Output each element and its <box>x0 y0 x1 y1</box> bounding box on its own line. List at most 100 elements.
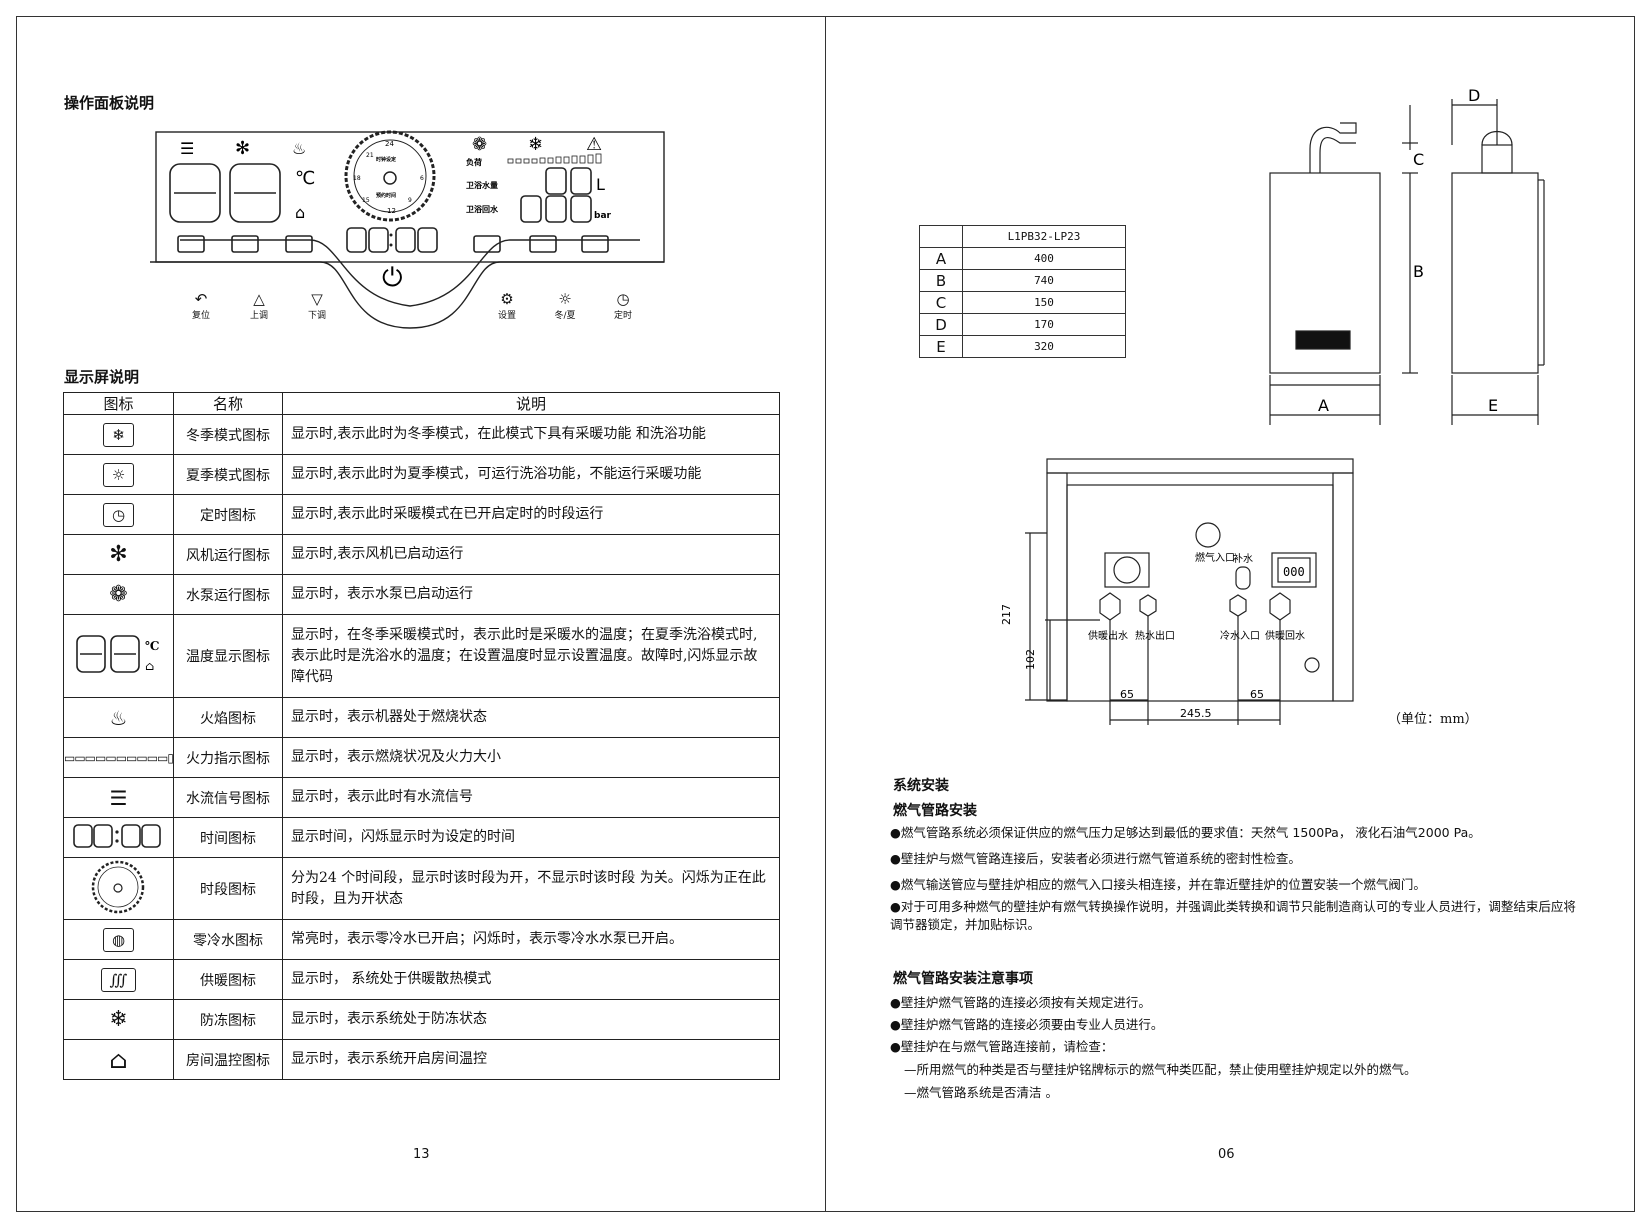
table-row: ❄ 防冻图标 显示时，表示系统处于防冻状态 <box>63 999 781 1040</box>
unit-liters: L <box>596 175 605 194</box>
spec-value: 150 <box>962 291 1126 314</box>
water-flow-icon: ☰ <box>180 139 194 158</box>
table-row: ∭ 供暖图标 显示时， 系统处于供暖散热模式 <box>63 959 781 1000</box>
row-desc: 显示时，表示水泵已启动运行 <box>281 574 781 615</box>
row-name: 夏季模式图标 <box>172 454 283 495</box>
spec-key: D <box>919 313 963 336</box>
spec-value: 740 <box>962 269 1126 292</box>
dim-102: 102 <box>1024 649 1037 670</box>
power-level-icon: ▭▭▭▭▭▭▭▭▭▭▯ <box>64 750 174 765</box>
label-cold-in: 冷水入口 <box>1220 629 1260 642</box>
dhw-flow-label: 卫浴水量 <box>466 180 498 190</box>
water-flow-icon: ☰ <box>109 785 128 810</box>
table-row: ☼ 夏季模式图标 显示时,表示此时为夏季模式，可运行洗浴功能，不能运行采暖功能 <box>63 454 781 495</box>
bullet-item: ●壁挂炉燃气管路的连接必须按有关规定进行。 <box>890 995 1151 1010</box>
row-name: 温度显示图标 <box>172 614 283 698</box>
pump-icon: ❁ <box>472 134 487 155</box>
table-row: ☰ 水流信号图标 显示时，表示此时有水流信号 <box>63 777 781 818</box>
dim-B: B <box>1413 262 1424 281</box>
time-digits-icon <box>73 823 162 848</box>
panel-button-season[interactable]: ☼ 冬/夏 <box>550 290 580 321</box>
time-period-dial-icon <box>92 860 145 913</box>
temperature-digits <box>169 163 281 223</box>
bullet-item: —燃气管路系统是否清洁 。 <box>904 1085 1058 1100</box>
clock-18: 18 <box>353 175 361 182</box>
power-button[interactable]: ⏻ <box>382 263 403 293</box>
subsection-title-gas-pipe: 燃气管路安装 <box>893 803 977 819</box>
spec-header-blank <box>919 225 963 248</box>
clock-icon <box>231 235 259 253</box>
spec-value: 320 <box>962 335 1126 358</box>
table-row: ▭▭▭▭▭▭▭▭▭▭▯ 火力指示图标 显示时，表示燃烧状况及火力大小 <box>63 737 781 778</box>
button-label: 设置 <box>497 311 516 321</box>
radiator-icon: ∭ <box>100 967 137 992</box>
dim-C: C <box>1413 150 1424 169</box>
load-label: 负荷 <box>466 157 482 167</box>
clock-9: 9 <box>408 197 412 204</box>
bullet-item: —所用燃气的种类是否与壁挂炉铭牌标示的燃气种类匹配，禁止使用壁挂炉规定以外的燃气… <box>904 1062 1417 1077</box>
button-label: 下调 <box>307 311 326 321</box>
right-page-frame <box>825 16 1635 1212</box>
row-desc: 显示时,表示此时为冬季模式，在此模式下具有采暖功能 和洗浴功能 <box>281 414 781 455</box>
celsius-symbol: ℃ <box>295 168 315 189</box>
section-title-panel: 操作面板说明 <box>64 94 155 112</box>
panel-button-up[interactable]: △ 上调 <box>244 290 274 321</box>
spec-value: 170 <box>962 313 1126 336</box>
row-desc: 显示时,表示此时采暖模式在已开启定时的时段运行 <box>281 494 781 535</box>
boiler-dimension-drawing: A B C D E <box>1269 86 1545 425</box>
button-label: 上调 <box>249 311 268 321</box>
spec-key: A <box>919 247 963 270</box>
sun-snow-icon: ☼ <box>558 290 572 308</box>
clock-label-bottom: 预约时间 <box>376 192 396 199</box>
table-row: ❁ 水泵运行图标 显示时，表示水泵已启动运行 <box>63 574 781 615</box>
button-label: 定时 <box>613 311 632 321</box>
row-desc: 常亮时，表示零冷水已开启；闪烁时，表示零冷水水泵已开启。 <box>281 919 781 960</box>
section-title-display: 显示屏说明 <box>64 368 140 386</box>
radiator-icon <box>285 235 313 253</box>
down-triangle-icon: ▽ <box>311 290 323 308</box>
header-icon: 图标 <box>63 392 174 415</box>
panel-button-reset[interactable]: ↶ 复位 <box>186 290 216 321</box>
dhw-return-label: 卫浴回水 <box>466 204 499 214</box>
table-row: 时间图标 显示时间，闪烁显示时为设定的时间 <box>63 817 781 858</box>
wifi-icon <box>473 235 501 253</box>
antifreeze-icon <box>581 235 609 253</box>
clock-15: 15 <box>362 197 370 204</box>
warning-icon: ⚠ <box>586 134 602 155</box>
row-desc: 显示时，在冬季采暖模式时，表示此时是采暖水的温度；在夏季洗浴模式时,表示此时是洗… <box>281 614 781 698</box>
dim-D: D <box>1468 86 1480 105</box>
clock-6: 6 <box>420 175 424 182</box>
timer-icon: ◷ <box>616 290 630 308</box>
row-name: 零冷水图标 <box>172 919 283 960</box>
page-number-left: 13 <box>413 1147 430 1162</box>
table-row: ♨ 火焰图标 显示时，表示机器处于燃烧状态 <box>63 697 781 738</box>
snowflake-icon: ❄ <box>103 422 134 447</box>
spec-value: 400 <box>962 247 1126 270</box>
row-name: 时段图标 <box>172 857 283 920</box>
row-name: 房间温控图标 <box>172 1039 283 1080</box>
bullet-item: ●壁挂炉燃气管路的连接必须要由专业人员进行。 <box>890 1017 1164 1032</box>
page-number-right: 06 <box>1218 1147 1235 1162</box>
panel-button-down[interactable]: ▽ 下调 <box>302 290 332 321</box>
bottom-connection-drawing: 燃气入口 补水 000 供暖出水 热水出口 冷水入口 供暖回水 217 102 … <box>1000 458 1354 725</box>
svg-text:℃: ℃ <box>145 639 159 653</box>
row-name: 火焰图标 <box>172 697 283 738</box>
button-label: 复位 <box>191 311 210 321</box>
antifreeze-icon: ❄ <box>109 1007 128 1032</box>
table-row: ◍ 零冷水图标 常亮时，表示零冷水已开启；闪烁时，表示零冷水水泵已开启。 <box>63 919 781 960</box>
power-level-icon <box>507 153 602 164</box>
row-name: 防冻图标 <box>172 999 283 1040</box>
control-panel-diagram: ☰ ✻ ♨ ℃ ⌂ 24 21 18 15 12 9 6 时钟设定 预约时间 ❁… <box>150 130 665 329</box>
section-title-system-install: 系统安装 <box>893 778 949 794</box>
table-row: ❄ 冬季模式图标 显示时,表示此时为冬季模式，在此模式下具有采暖功能 和洗浴功能 <box>63 414 781 455</box>
table-row: ℃ ⌂ 温度显示图标 显示时，在冬季采暖模式时，表示此时是采暖水的温度；在夏季洗… <box>63 614 781 698</box>
bullet-item: ●壁挂炉在与燃气管路连接前，请检查： <box>890 1039 1114 1054</box>
subsection-title-gas-notes: 燃气管路安装注意事项 <box>893 971 1033 987</box>
panel-button-settings[interactable]: ⚙ 设置 <box>492 290 522 321</box>
panel-button-timer[interactable]: ◷ 定时 <box>608 290 638 321</box>
time-period-dial <box>344 130 436 222</box>
row-desc: 分为24 个时间段，显示时该时段为开，不显示时该时段 为关。闪烁为正在此时段，且… <box>281 857 781 920</box>
